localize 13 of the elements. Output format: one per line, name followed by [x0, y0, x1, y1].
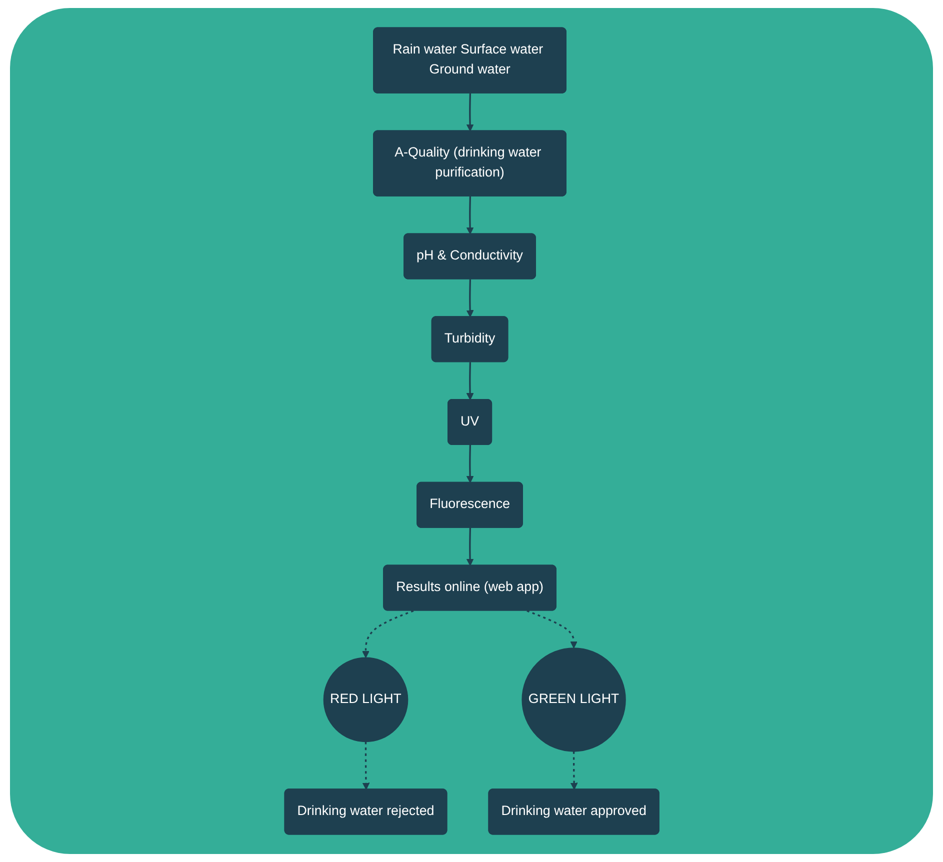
node-circle	[323, 657, 408, 742]
arrow	[466, 528, 474, 566]
node-circle	[521, 648, 626, 752]
arrow	[466, 445, 474, 484]
arrow	[466, 279, 474, 318]
arrow	[570, 751, 578, 790]
arrow	[466, 196, 474, 234]
arrow	[362, 742, 370, 790]
arrow	[466, 93, 474, 132]
arrow	[526, 610, 578, 648]
arrow	[466, 362, 474, 400]
panel-background: Rain water Surface water Ground water A-Quality (drinking water purification) pH & Conductivity Turbidity UV Fluorescence Results online (web app) RED LIGHT GREEN LIGHT Drinking water rejected Drinking water approved	[10, 8, 933, 854]
arrow	[362, 610, 414, 658]
